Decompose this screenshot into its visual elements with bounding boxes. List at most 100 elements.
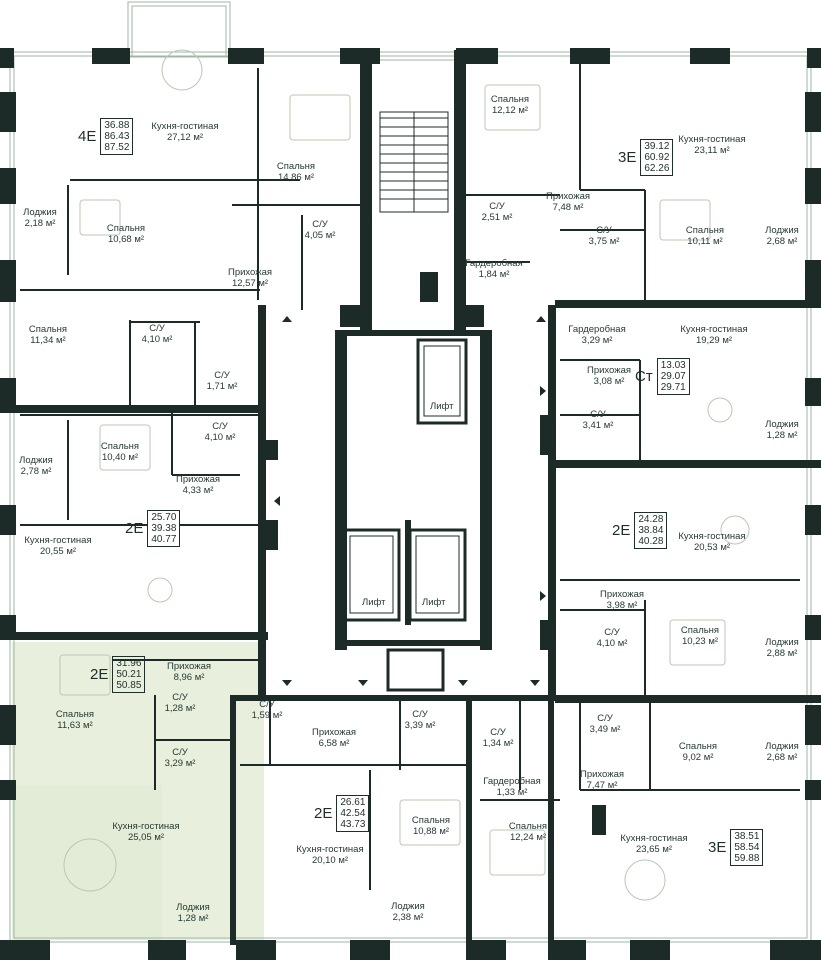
staircase [379,111,449,213]
exterior-lines [9,1,812,943]
room-name: С/У [312,219,328,230]
room-name: Спальня [100,441,140,452]
room-name: Лоджия [765,637,799,648]
room-area: 1,33 м² [496,787,528,798]
room-name: Лоджия [19,455,53,466]
room-area: 20,55 м² [39,546,77,557]
room-area: 2,51 м² [481,212,513,223]
room-area: 25,05 м² [127,832,165,843]
room-name: Прихожая [166,661,212,672]
room-name: Прихожая [599,589,645,600]
room-area: 2,68 м² [766,752,798,763]
furniture [59,49,750,901]
room-area: 9,02 м² [682,752,714,763]
room-name: С/У [590,409,606,420]
apartment-type: 2Е [90,666,109,683]
room-area: 23,65 м² [635,844,673,855]
room-name: С/У [172,692,188,703]
room-area: 2,18 м² [24,218,56,229]
room-name: Кухня-гостиная [24,535,92,546]
room-name: Прихожая [579,769,625,780]
room-name: Спальня [685,225,725,236]
room-area: 3,49 м² [589,724,621,735]
room-name: С/У [597,713,613,724]
room-name: Лоджия [765,419,799,430]
room-name: Лоджия [391,901,425,912]
room-area: 1,28 м² [177,913,209,924]
apartment-type: Ст [635,368,653,385]
room-area: 4,10 м² [141,334,173,345]
room-name: Прихожая [586,365,632,376]
room-name: С/У [214,370,230,381]
apartment-type: 4Е [78,128,97,145]
room-name: Лоджия [23,207,57,218]
interior-partitions [20,60,800,890]
lift-label: Лифт [362,597,386,608]
room-name: Гардеробная [465,258,523,269]
apartment-type: 2Е [314,805,333,822]
entrance-arrows [274,316,546,686]
room-name: Кухня-гостиная [620,833,688,844]
room-area: 12,57 м² [231,278,269,289]
room-name: С/У [172,747,188,758]
room-area: 19,29 м² [695,335,733,346]
room-area: 2,38 м² [392,912,424,923]
walls [0,48,821,960]
room-area: 10,68 м² [107,234,145,245]
room-area: 20,10 м² [311,855,349,866]
room-name: Лоджия [765,225,799,236]
room-area: 10,88 м² [412,826,450,837]
room-name: С/У [604,627,620,638]
room-area: 10,40 м² [101,452,139,463]
room-name: Лоджия [765,741,799,752]
room-name: Кухня-гостиная [678,134,746,145]
room-name: С/У [212,421,228,432]
room-area: 11,34 м² [30,335,66,346]
